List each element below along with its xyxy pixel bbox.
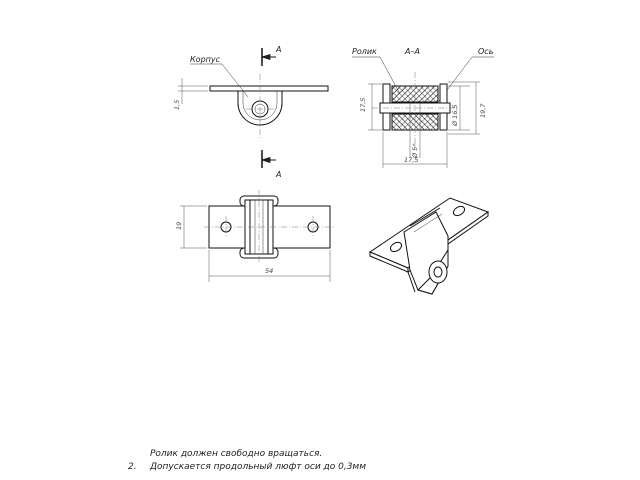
note-2-number: 2. [128,462,137,472]
rolik-label: Ролик [352,47,377,56]
front-view: А А Корпус 1,5 [173,45,329,179]
dim-plan-length: 54 [265,267,273,275]
dim-section-height-right: 19,7 [479,103,487,118]
cut-label-a-top: А [275,45,281,54]
cut-label-a-bottom: А [275,170,281,179]
plan-view: 19 54 [175,190,336,282]
dim-front-height: 1,5 [173,100,181,110]
section-title: А–А [404,47,420,56]
os-label: Ось [478,47,494,56]
korpus-label: Корпус [190,55,221,64]
note-2: 2. Допускается продольный люфт оси до 0,3… [128,461,366,474]
dim-section-dia-axle: Ø 5* [411,143,419,159]
isometric-view [368,197,490,295]
dim-plan-height: 19 [175,222,183,230]
note-1: Ролик должен свободно вращаться. [128,448,366,461]
note-2-text: Допускается продольный люфт оси до 0,3мм [150,462,367,472]
notes-block: Ролик должен свободно вращаться. 2. Допус… [128,448,366,474]
note-1-text: Ролик должен свободно вращаться. [150,449,323,459]
dim-section-width: 17,5 [404,156,418,164]
section-view: А–А Ролик Ось 17,5 [352,47,494,168]
dim-section-height-left: 17,5 [359,98,367,112]
dim-section-dia-outer: Ø 16,5 [451,104,459,127]
